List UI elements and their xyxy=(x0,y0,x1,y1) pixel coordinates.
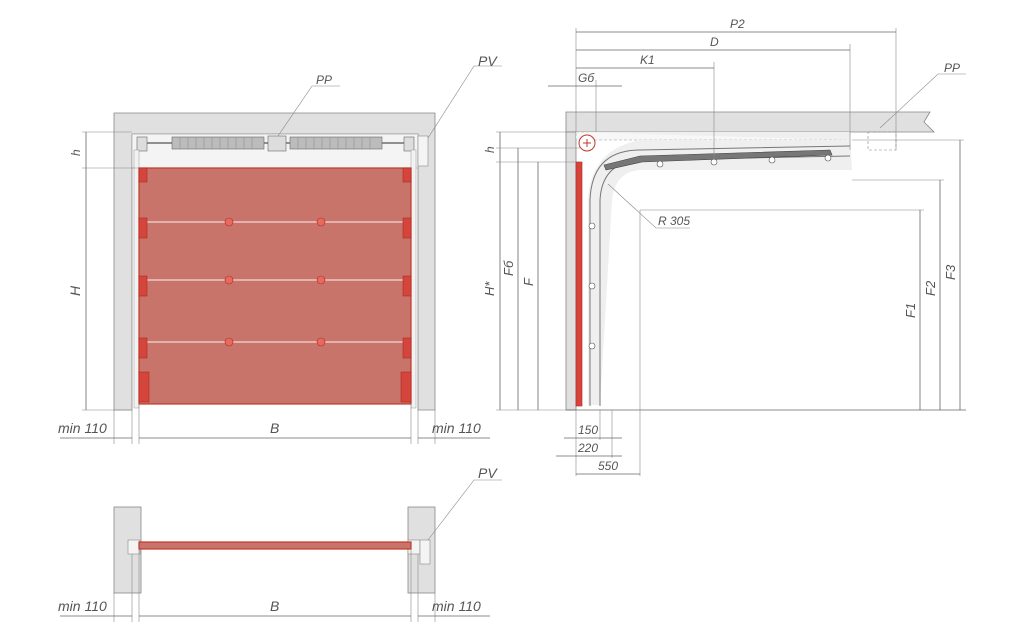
leader-pv-front xyxy=(427,65,502,139)
track-outer xyxy=(599,155,851,406)
label-pv-front: PV xyxy=(478,53,498,69)
side-wall xyxy=(565,131,577,411)
side-view: P2 D K1 Gб PP h H* Fб F R 305 F1 F2 F3 1… xyxy=(482,17,966,476)
leader-pv-plan xyxy=(427,479,502,541)
label-min-right-front: min 110 xyxy=(432,420,481,436)
label-h-side: h xyxy=(483,146,497,153)
label-fb: Fб xyxy=(501,260,516,276)
label-pp-front: PP xyxy=(316,73,332,87)
label-B-front: B xyxy=(270,420,279,436)
label-B-plan: B xyxy=(270,598,279,614)
label-H-front: H xyxy=(67,285,83,296)
door-leaf xyxy=(138,167,412,405)
label-hstar: H* xyxy=(482,281,497,296)
rollers-side xyxy=(588,154,832,350)
label-150: 150 xyxy=(578,423,598,437)
label-gb: Gб xyxy=(578,71,595,85)
label-min-right-plan: min 110 xyxy=(432,598,481,614)
torsion-spring-left xyxy=(171,136,265,150)
drum-left xyxy=(136,136,148,152)
label-f1: F1 xyxy=(903,303,918,318)
ceiling-slab xyxy=(565,111,935,133)
label-f: F xyxy=(521,277,536,286)
plan-view: PV B min 110 min 110 xyxy=(58,465,502,622)
label-f3: F3 xyxy=(943,264,958,280)
pv-bracket xyxy=(417,135,429,167)
label-550: 550 xyxy=(598,459,618,473)
center-bracket xyxy=(267,135,287,152)
plan-pv-bracket xyxy=(419,539,431,565)
front-view: PP PV h H B min 110 min 110 xyxy=(58,53,502,444)
leader-pp-side xyxy=(879,73,966,129)
track-inner xyxy=(589,145,851,406)
label-220: 220 xyxy=(577,441,598,455)
door-hardware xyxy=(138,167,412,403)
door-leaf-side xyxy=(575,161,583,407)
leader-pp-front xyxy=(277,85,340,137)
pp-box-side xyxy=(867,131,897,151)
guide-rail-right xyxy=(410,149,417,409)
label-k1: K1 xyxy=(640,53,655,67)
leader-radius xyxy=(607,183,690,229)
door-open-position xyxy=(603,149,833,171)
torsion-spring-right xyxy=(289,136,383,150)
track-area xyxy=(576,132,852,405)
label-f2: F2 xyxy=(923,280,938,296)
label-h-front: h xyxy=(69,149,83,156)
label-r305: R 305 xyxy=(658,214,690,228)
spring-coils xyxy=(179,137,371,149)
plan-door-leaf xyxy=(138,541,412,550)
label-pp-side: PP xyxy=(944,61,960,75)
label-p2: P2 xyxy=(730,17,745,31)
drum-right xyxy=(403,136,415,152)
label-min-left-front: min 110 xyxy=(58,420,107,436)
plan-guide-left xyxy=(127,539,141,555)
label-pv-plan: PV xyxy=(478,465,498,481)
guide-rail-left xyxy=(133,149,140,409)
label-d: D xyxy=(710,35,719,49)
label-min-left-plan: min 110 xyxy=(58,598,107,614)
